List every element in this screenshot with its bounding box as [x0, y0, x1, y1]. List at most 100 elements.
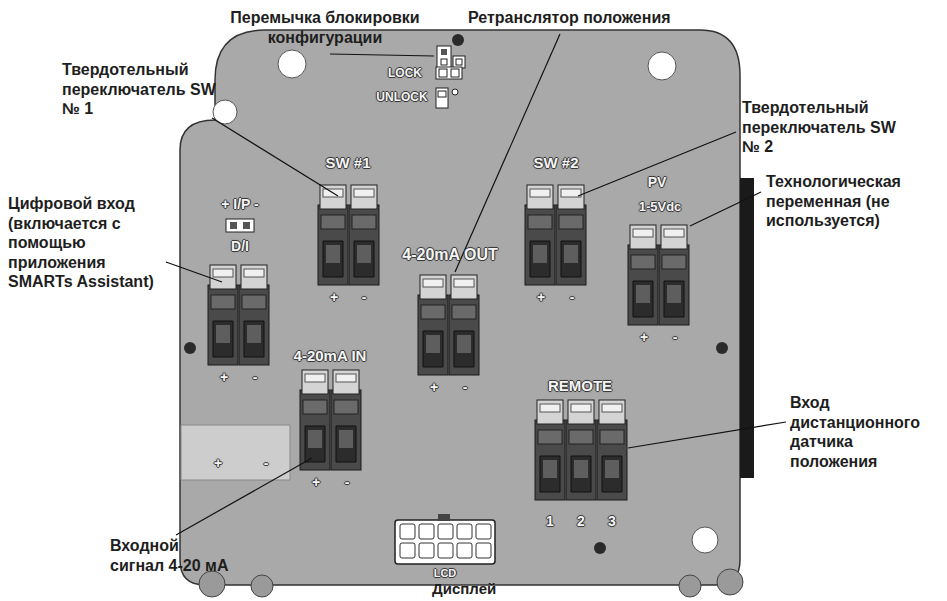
callout-text: Вход дистанционного датчика положения — [790, 393, 942, 471]
di-jumper — [226, 219, 254, 232]
polarity-mark: + — [430, 379, 438, 396]
terminal-name: SW #1 — [325, 154, 370, 172]
opening-shade — [457, 335, 471, 353]
terminal-lever — [320, 185, 346, 209]
polarity-mark: - — [673, 329, 678, 346]
leader-line — [212, 118, 338, 196]
opening-shade — [357, 245, 371, 263]
terminal-name: SW #2 — [533, 154, 578, 172]
polarity-mark: + — [537, 289, 545, 306]
mount-hole — [648, 52, 676, 80]
unlock-symbol — [436, 88, 458, 108]
terminal-body — [556, 205, 586, 285]
terminal-body — [208, 285, 238, 365]
lever-top — [664, 229, 684, 237]
opening-shade — [636, 285, 650, 303]
terminal-name: REMOTE — [548, 377, 612, 395]
lever-top — [423, 279, 443, 287]
connector-pin — [419, 524, 434, 539]
terminal-ridge — [662, 255, 686, 269]
wire-opening — [336, 426, 356, 462]
terminal-body — [349, 205, 379, 285]
leader-line — [455, 34, 560, 272]
lever-top — [530, 189, 550, 197]
opening-shade — [247, 325, 261, 343]
terminal-name: + I/P - — [221, 196, 258, 213]
pin-number: 3 — [608, 513, 616, 530]
connector-pin — [419, 543, 434, 558]
wire-opening — [561, 241, 581, 277]
lever-top — [571, 404, 591, 412]
polarity-mark: - — [362, 289, 367, 306]
connector-pin — [400, 543, 415, 558]
wire-opening — [571, 456, 591, 492]
terminal-ridge — [600, 430, 624, 444]
wire-opening — [423, 331, 443, 367]
foot — [679, 575, 701, 597]
terminal-lever — [630, 225, 656, 249]
terminal-body — [525, 205, 555, 285]
lcd-connector — [395, 514, 495, 564]
terminal-block — [418, 275, 479, 375]
callout-text: Твердотельный переключатель SW № 1 — [62, 60, 227, 119]
lock-symbol — [436, 67, 462, 79]
connector-pin — [457, 543, 472, 558]
terminal-ridge — [242, 295, 266, 309]
terminal-ridge — [528, 215, 552, 229]
terminal-name: 4-20mA OUT — [402, 245, 497, 265]
leader-line — [330, 54, 434, 56]
opening-shade — [543, 460, 557, 478]
terminal-ridge — [211, 295, 235, 309]
connector-pin — [457, 524, 472, 539]
polarity-mark: + — [330, 289, 338, 306]
terminal-ridge — [569, 430, 593, 444]
lever-top — [213, 269, 233, 277]
terminal-name: PV — [648, 174, 667, 191]
terminal-ridge — [334, 400, 358, 414]
terminal-body — [331, 390, 361, 470]
polarity-mark: - — [463, 379, 468, 396]
callout-text: Перемычка блокировки конфигурации — [230, 8, 420, 47]
terminal-block — [318, 185, 379, 285]
leader-line — [166, 262, 222, 282]
opening-shade — [326, 245, 340, 263]
terminal-lever — [333, 370, 359, 394]
terminal-lever — [241, 265, 267, 289]
lever-top — [633, 229, 653, 237]
terminal-body — [628, 245, 658, 325]
polarity-mark: - — [570, 289, 575, 306]
mount-hole — [692, 527, 718, 553]
leader-line — [690, 192, 761, 226]
terminal-block — [300, 370, 361, 470]
terminal-lever — [302, 370, 328, 394]
terminal-lever — [599, 400, 625, 424]
foot — [717, 569, 743, 595]
mount-hole — [278, 50, 306, 78]
connector-pin — [438, 543, 453, 558]
lever-top — [336, 374, 356, 382]
opening-shade — [339, 430, 353, 448]
terminal-ridge — [321, 215, 345, 229]
terminal-name: 4-20mA IN — [294, 347, 367, 365]
opening-shade — [667, 285, 681, 303]
jumper-label: LOCK — [388, 66, 422, 81]
callout-text: Дисплей — [432, 580, 496, 598]
wire-opening — [633, 281, 653, 317]
wire-opening — [305, 426, 325, 462]
screw — [452, 34, 464, 46]
foot — [199, 571, 225, 597]
screw — [716, 342, 728, 354]
terminal-body — [535, 420, 565, 500]
terminal-ridge — [538, 430, 562, 444]
opening-shade — [574, 460, 588, 478]
terminal-ridge — [452, 305, 476, 319]
connector-pin — [438, 524, 453, 539]
side-bar — [740, 178, 754, 478]
terminal-body — [449, 295, 479, 375]
screw — [594, 542, 606, 554]
terminal-ridge — [352, 215, 376, 229]
board-plate — [180, 30, 740, 585]
wire-opening — [530, 241, 550, 277]
wire-opening — [454, 331, 474, 367]
terminal-body — [566, 420, 596, 500]
